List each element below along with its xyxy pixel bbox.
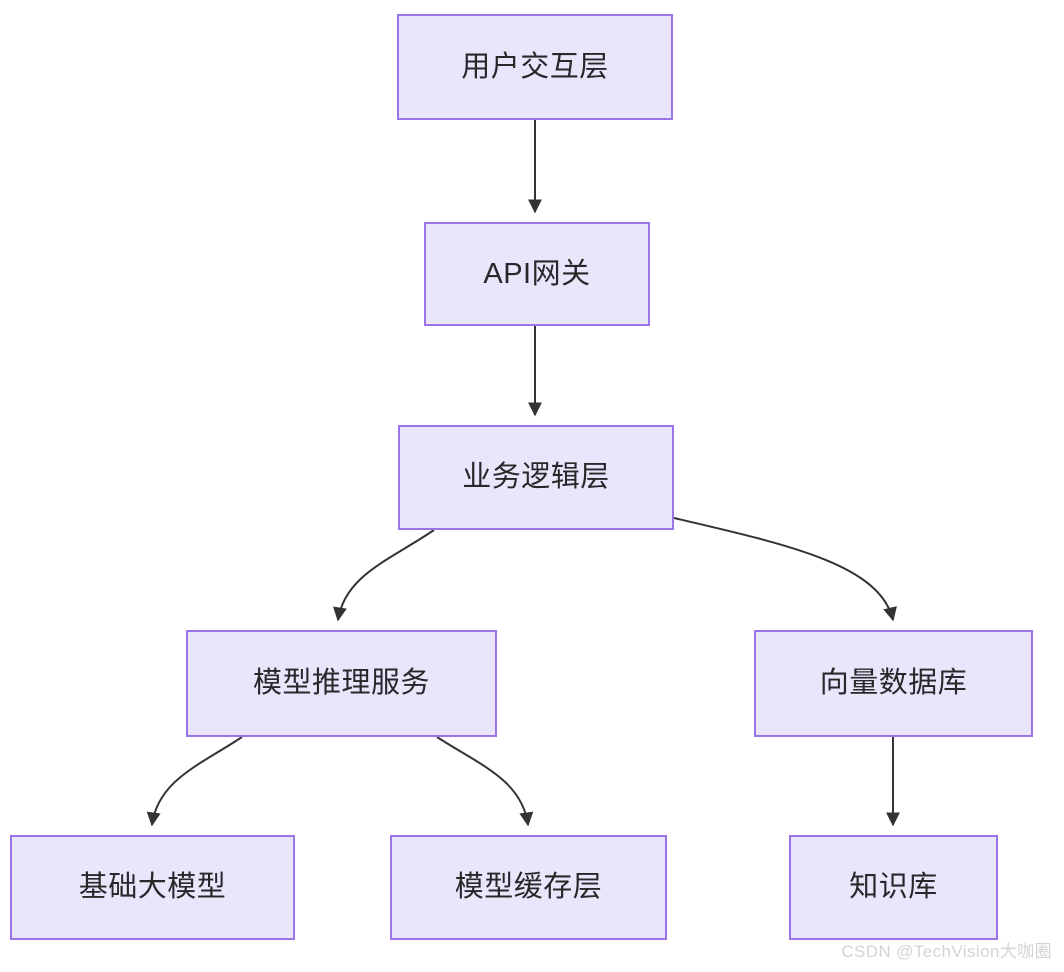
node-label: 模型推理服务 — [252, 667, 430, 700]
node-vector-database[interactable]: 向量数据库 — [754, 630, 1033, 737]
watermark: CSDN @TechVision大咖圈 — [841, 942, 1052, 961]
node-label: 业务逻辑层 — [462, 461, 610, 494]
node-label: 向量数据库 — [819, 667, 968, 700]
node-user-interaction-layer[interactable]: 用户交互层 — [397, 14, 673, 120]
edge-business-to-vector — [673, 517, 897, 622]
edge-business-to-inference — [333, 529, 435, 622]
node-label: 基础大模型 — [78, 871, 227, 904]
node-model-cache-layer[interactable]: 模型缓存层 — [390, 835, 667, 940]
node-label: 模型缓存层 — [454, 871, 603, 904]
node-knowledge-base[interactable]: 知识库 — [789, 835, 998, 940]
node-business-logic-layer[interactable]: 业务逻辑层 — [398, 425, 674, 530]
node-label: API网关 — [483, 257, 591, 290]
node-model-inference-service[interactable]: 模型推理服务 — [186, 630, 497, 737]
node-label: 用户交互层 — [461, 50, 609, 83]
node-api-gateway[interactable]: API网关 — [424, 222, 650, 326]
edge-inference-to-foundation — [146, 736, 243, 827]
node-foundation-large-model[interactable]: 基础大模型 — [10, 835, 295, 940]
node-label: 知识库 — [849, 871, 938, 904]
edge-inference-to-cache — [436, 736, 534, 827]
